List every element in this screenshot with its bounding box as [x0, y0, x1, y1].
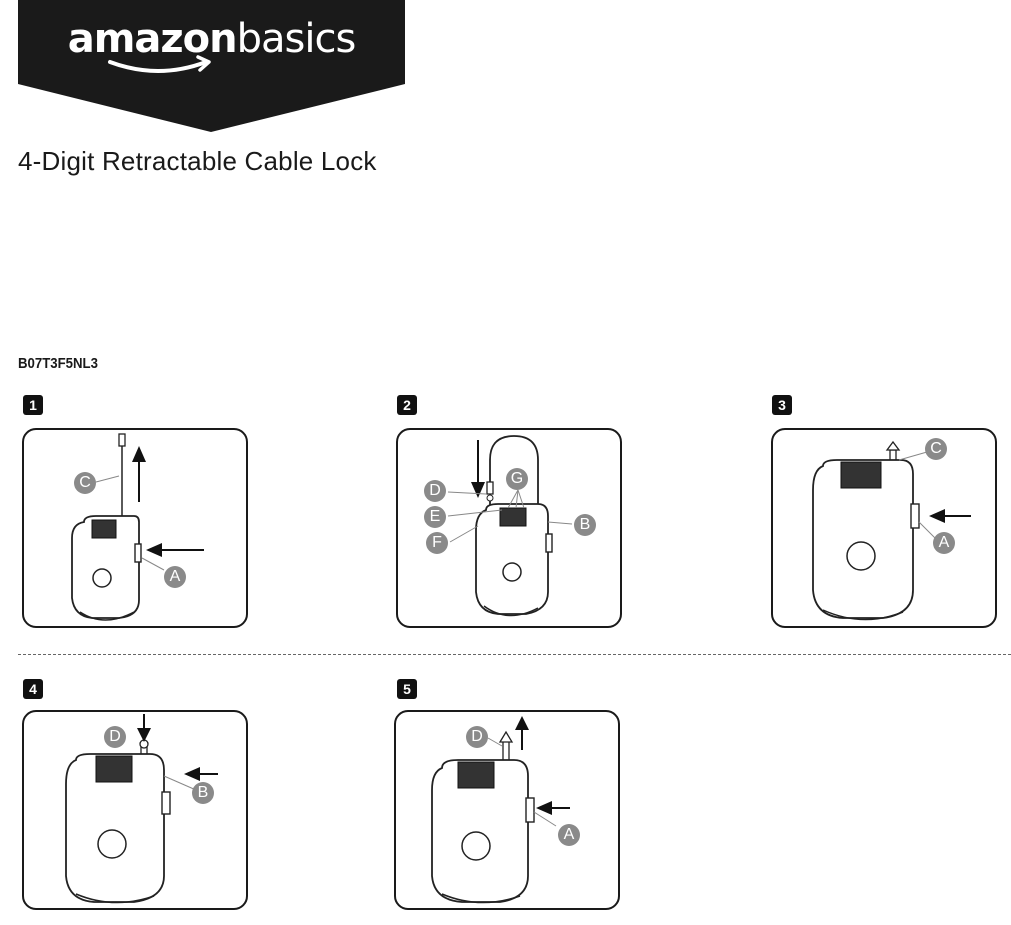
callout-c: C [925, 438, 947, 460]
callout-e: E [424, 506, 446, 528]
step-number-4: 4 [23, 679, 43, 699]
step-5-illustration: D A [394, 710, 620, 910]
step-3-illustration: C A [771, 428, 997, 628]
step-number-2: 2 [397, 395, 417, 415]
callout-d: D [466, 726, 488, 748]
sku-code: B07T3F5NL3 [18, 355, 98, 372]
callout-f: F [426, 532, 448, 554]
callout-b: B [192, 782, 214, 804]
step-number-5: 5 [397, 679, 417, 699]
callout-g: G [506, 468, 528, 490]
brand-banner: amazonbasics [18, 0, 405, 132]
callout-a: A [558, 824, 580, 846]
callout-c: C [74, 472, 96, 494]
callout-d: D [424, 480, 446, 502]
brand-logo: amazonbasics [67, 16, 357, 62]
callout-b: B [574, 514, 596, 536]
callout-a: A [164, 566, 186, 588]
callout-d: D [104, 726, 126, 748]
step-2-illustration: D E F G B [396, 428, 622, 628]
step-number-1: 1 [23, 395, 43, 415]
step-4-illustration: D B [22, 710, 248, 910]
step-1-illustration: C A [22, 428, 248, 628]
callout-a: A [933, 532, 955, 554]
step-number-3: 3 [772, 395, 792, 415]
page-title: 4-Digit Retractable Cable Lock [18, 146, 377, 176]
section-divider [18, 654, 1011, 655]
